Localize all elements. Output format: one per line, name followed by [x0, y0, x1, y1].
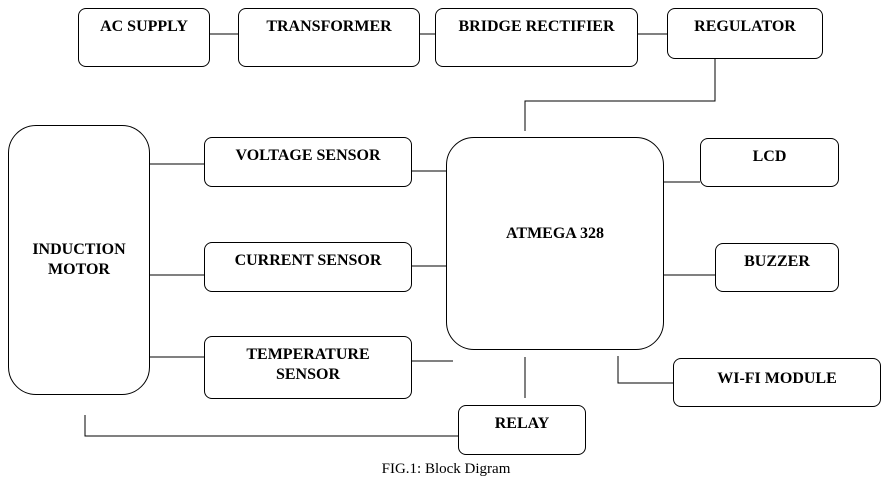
voltage-sensor-block: VOLTAGE SENSOR: [204, 137, 412, 187]
temperature-sensor-block: TEMPERATURE SENSOR: [204, 336, 412, 399]
atmega-328-label: ATMEGA 328: [506, 225, 604, 242]
temperature-sensor-label-line2: SENSOR: [275, 366, 340, 383]
atmega-328-block: ATMEGA 328: [446, 137, 664, 350]
bridge-rectifier-label: BRIDGE RECTIFIER: [458, 18, 615, 35]
current-sensor-block: CURRENT SENSOR: [204, 242, 412, 292]
regulator-label: REGULATOR: [694, 18, 796, 35]
line-atmega-wifi: [617, 356, 673, 384]
figure-caption: FIG.1: Block Digram: [381, 461, 511, 477]
relay-label: RELAY: [494, 415, 550, 432]
regulator-block: REGULATOR: [667, 8, 823, 59]
ac-supply-block: AC SUPPLY: [78, 8, 210, 67]
wifi-module-block: WI-FI MODULE: [673, 358, 881, 407]
induction-motor-label-line2: MOTOR: [48, 261, 110, 278]
wifi-module-label: WI-FI MODULE: [717, 370, 837, 387]
transformer-block: TRANSFORMER: [238, 8, 420, 67]
lcd-block: LCD: [700, 138, 839, 187]
line-regulator-atmega: [524, 59, 716, 131]
voltage-sensor-label: VOLTAGE SENSOR: [235, 147, 381, 164]
line-relay-motor: [84, 415, 458, 437]
buzzer-label: BUZZER: [744, 253, 810, 270]
buzzer-block: BUZZER: [715, 243, 839, 292]
ac-supply-label: AC SUPPLY: [100, 18, 188, 35]
lcd-label: LCD: [752, 148, 787, 165]
bridge-rectifier-block: BRIDGE RECTIFIER: [435, 8, 638, 67]
relay-block: RELAY: [458, 405, 586, 455]
transformer-label: TRANSFORMER: [266, 18, 392, 35]
induction-motor-block: INDUCTION MOTOR: [8, 125, 150, 395]
induction-motor-label-line1: INDUCTION: [32, 241, 126, 258]
temperature-sensor-label-line1: TEMPERATURE: [246, 346, 370, 363]
current-sensor-label: CURRENT SENSOR: [234, 252, 382, 269]
